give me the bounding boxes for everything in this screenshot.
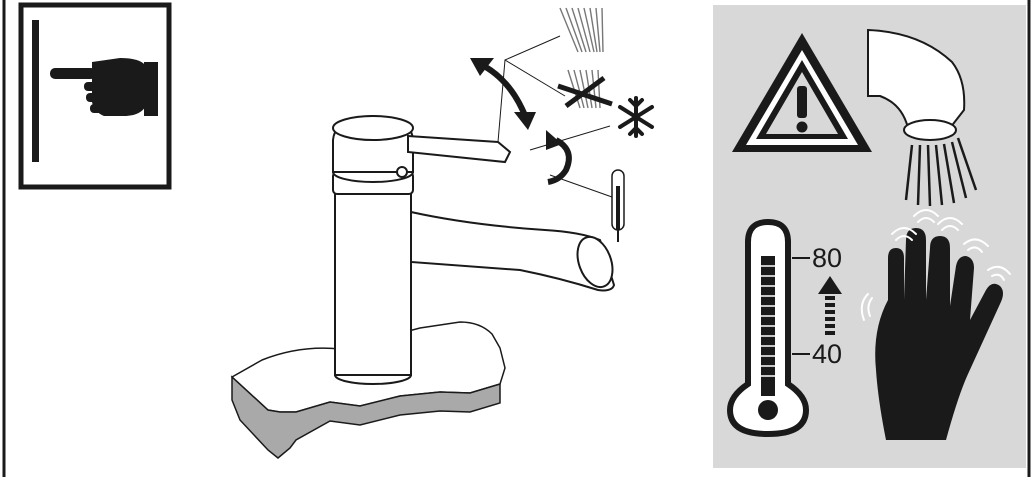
spout-spray-icon xyxy=(867,28,978,207)
faucet xyxy=(332,114,616,385)
lever-arrows xyxy=(470,58,572,185)
hot-water-warning-panel: 80 40 xyxy=(713,5,1026,468)
snowflake-icon xyxy=(618,96,654,138)
thermometer-icon xyxy=(611,169,625,242)
temp-label-high: 80 xyxy=(812,243,842,273)
big-thermometer-icon: 80 40 xyxy=(726,218,842,438)
hand-pointing-icon xyxy=(50,58,158,116)
warning-triangle-icon xyxy=(732,33,872,152)
rising-arrow-icon xyxy=(818,276,842,335)
note-box xyxy=(18,2,172,190)
temp-label-low: 40 xyxy=(812,339,842,369)
shower-spray-icon xyxy=(559,7,604,53)
no-spray-icon xyxy=(557,69,613,109)
burning-hand-icon xyxy=(860,209,1011,440)
leader-lines xyxy=(497,35,613,198)
